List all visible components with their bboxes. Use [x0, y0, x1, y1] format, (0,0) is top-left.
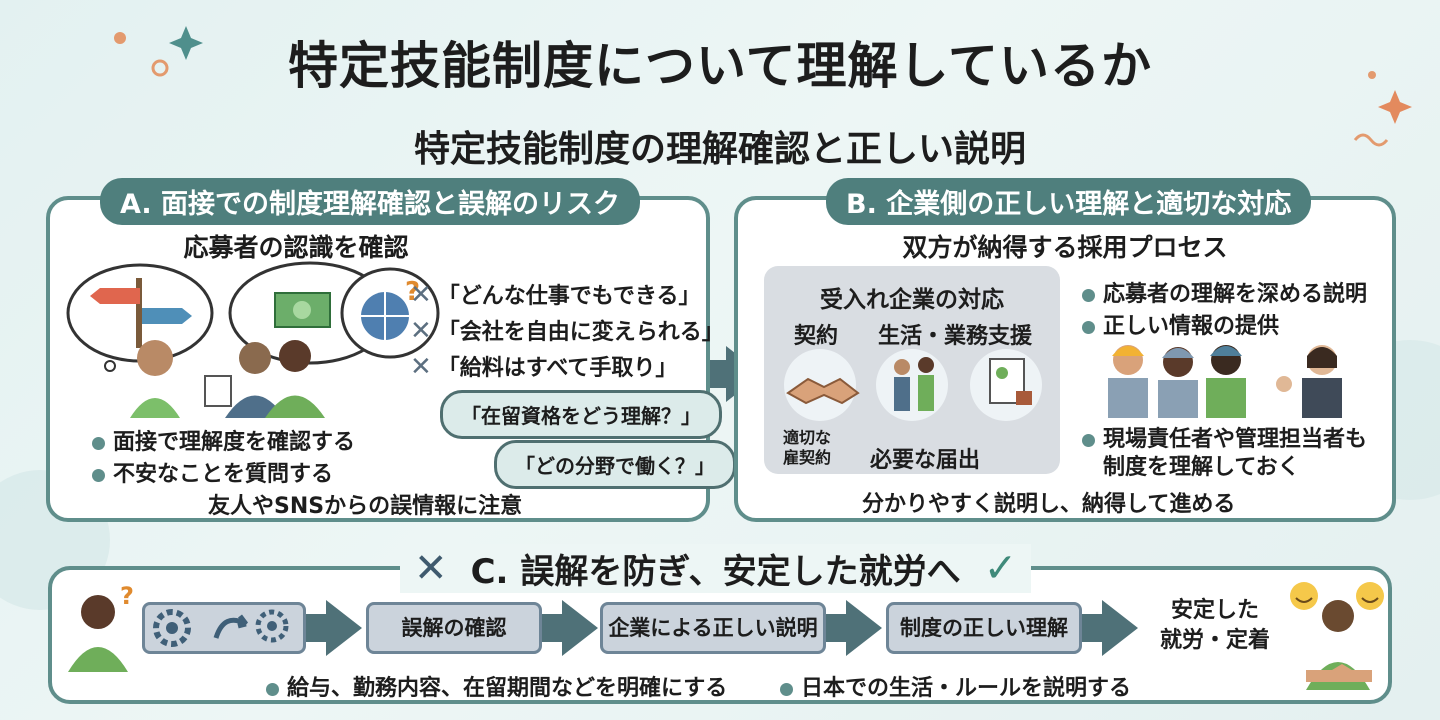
- cross-icon: ✕: [410, 280, 432, 310]
- section-c-header: ✕ C. 誤解を防ぎ、安定した就労へ ✓: [400, 544, 1032, 593]
- flow-arrow: [1102, 600, 1138, 656]
- bullet-dot: [780, 682, 793, 696]
- bullet-dot: [92, 468, 105, 482]
- caption-filing: 必要な届出: [870, 448, 981, 473]
- label-support: 生活・業務支援: [878, 324, 1033, 349]
- label-contract: 契約: [794, 324, 839, 349]
- bullet-dot: [1082, 288, 1095, 302]
- flow-arrow-shaft: [826, 614, 848, 642]
- section-a-illustration: ?: [66, 261, 440, 418]
- misconception-item: ✕「どんな仕事でもできる」: [410, 280, 701, 310]
- bullet-dot: [1082, 433, 1095, 447]
- section-c-bullet: 給与、勤務内容、在留期間などを明確にする: [266, 670, 727, 702]
- section-b-bullet: 応募者の理解を深める説明: [1082, 276, 1367, 308]
- misconception-item: ✕「給料はすべて手取り」: [410, 352, 678, 382]
- section-b-bullet: 正しい情報の提供: [1082, 308, 1279, 340]
- question-bubble: 「在留資格をどう理解？」: [440, 390, 722, 439]
- company-box-title: 受入れ企業の対応: [820, 287, 1004, 313]
- cross-icon: ✕: [410, 352, 432, 382]
- connector-arrow-shaft: [710, 360, 728, 388]
- flow-arrow: [846, 600, 882, 656]
- workers-illustration: [1108, 345, 1342, 418]
- section-a-bullet: 面接で理解度を確認する: [92, 424, 355, 456]
- money-icon: [274, 292, 331, 328]
- section-a-bullet: 不安なことを質問する: [92, 456, 333, 488]
- gear-icons: [153, 609, 289, 647]
- section-c-tag: C. 誤解を防ぎ、安定した就労へ: [470, 552, 961, 592]
- question-icon: ?: [405, 277, 420, 307]
- section-c-bullet: 日本での生活・ルールを説明する: [780, 670, 1131, 702]
- smile-icon: [1290, 582, 1318, 610]
- result-stable-employment: 安定した 就労・定着: [1159, 598, 1270, 653]
- flow-arrow: [562, 600, 598, 656]
- gear-icon: [255, 609, 289, 643]
- section-b-heading: 双方が納得する採用プロセス: [902, 233, 1228, 262]
- page-title: 特定技能制度について理解しているか: [288, 37, 1152, 95]
- section-a-tag: A. 面接での制度理解確認と誤解のリスク: [100, 178, 641, 225]
- cross-icon: ✕: [410, 316, 432, 346]
- flow-arrow-shaft: [306, 614, 328, 642]
- section-b-tag: B. 企業側の正しい理解と適切な対応: [826, 178, 1312, 225]
- handshake-icon: [784, 349, 860, 421]
- globe-icon: [361, 292, 409, 340]
- section-a-footer: 友人やSNSからの誤情報に注意: [208, 494, 523, 519]
- cross-icon: ✕: [414, 545, 448, 592]
- confused-worker: ?: [68, 582, 134, 672]
- flow-arrow-shaft: [1082, 614, 1104, 642]
- document-icon: [970, 349, 1042, 421]
- question-icon: ?: [120, 582, 134, 610]
- bullet-dot: [92, 436, 105, 450]
- page-subtitle: 特定技能制度の理解確認と正しい説明: [413, 129, 1026, 170]
- handshake-icon: [1306, 664, 1372, 682]
- smile-icon: [1356, 582, 1384, 610]
- flow-arrow: [326, 600, 362, 656]
- step-company-explanation: 企業による正しい説明: [600, 602, 826, 654]
- bullet-dot: [266, 682, 279, 696]
- section-b-footer: 分かりやすく説明し、納得して進める: [862, 492, 1236, 517]
- signpost-icon: [90, 278, 192, 348]
- step-misunderstanding-check: 誤解の確認: [366, 602, 542, 654]
- company-box-illustration: [784, 349, 1042, 421]
- step-correct-understanding: 制度の正しい理解: [886, 602, 1082, 654]
- caption-contract: 適切な 雇契約: [782, 428, 831, 467]
- gear-icon: [153, 609, 191, 647]
- success-illustration: [1290, 582, 1384, 690]
- section-a-heading: 応募者の認識を確認: [183, 233, 409, 262]
- flow-arrow-shaft: [542, 614, 564, 642]
- misconception-item: ✕「会社を自由に変えられる」: [410, 316, 724, 346]
- misconception-list: ✕「どんな仕事でもできる」 ✕「会社を自由に変えられる」 ✕「給料はすべて手取り…: [410, 278, 724, 382]
- check-icon: ✓: [983, 545, 1018, 592]
- section-b-bullet-staff: 現場責任者や管理担当者も 制度を理解しておく: [1082, 426, 1367, 482]
- question-bubble: 「どの分野で働く？」: [494, 440, 736, 489]
- bullet-dot: [1082, 320, 1095, 334]
